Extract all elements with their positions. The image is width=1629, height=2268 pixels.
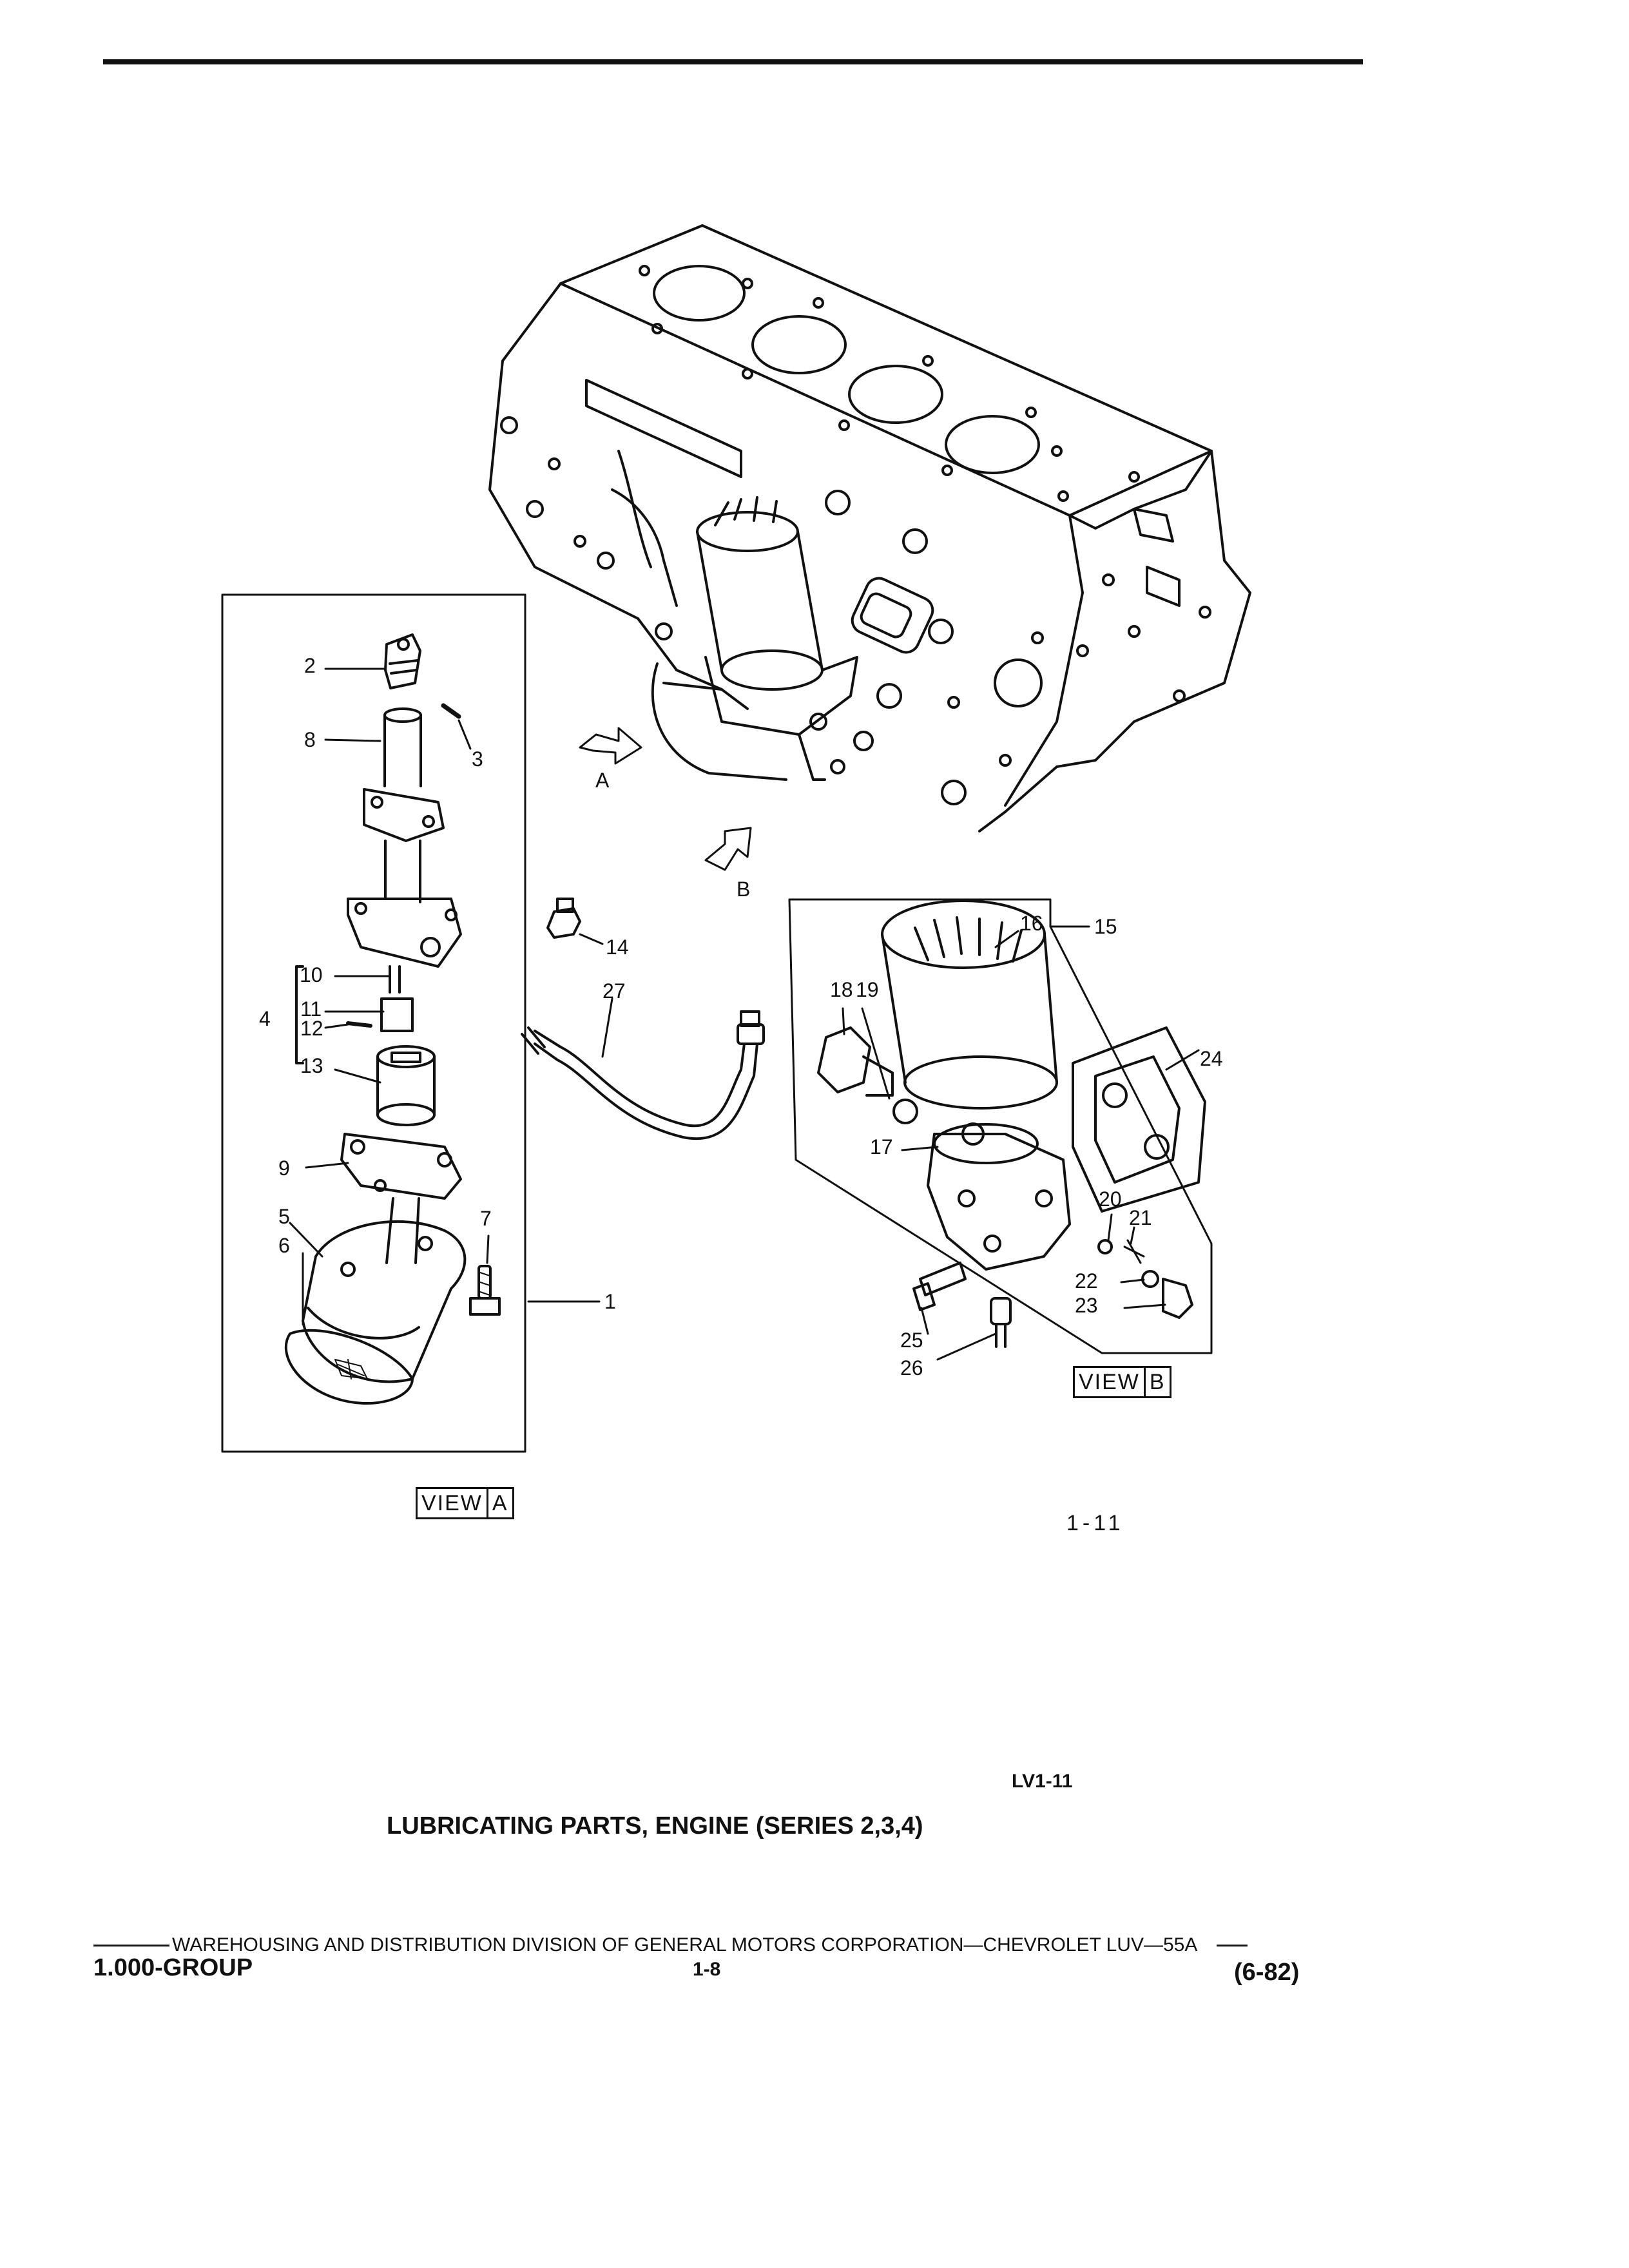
callout-15: 15: [1094, 915, 1117, 938]
callout-1: 1: [604, 1290, 616, 1313]
figure-caption: LUBRICATING PARTS, ENGINE (SERIES 2,3,4): [387, 1812, 923, 1840]
callout-13: 13: [300, 1054, 323, 1077]
view-marker-a: A: [595, 769, 610, 792]
view-a-tag-letter: A: [486, 1487, 514, 1519]
callout-18: 18: [830, 978, 853, 1001]
callout-25: 25: [900, 1329, 923, 1352]
view-marker-b: B: [737, 878, 751, 901]
view-direction-arrows: [579, 727, 752, 871]
callout-4: 4: [259, 1007, 271, 1030]
callout-21: 21: [1129, 1206, 1152, 1229]
callout-7: 7: [480, 1207, 492, 1230]
view-b-tag-letter: B: [1143, 1366, 1171, 1398]
view-a-tag: VIEW A: [416, 1487, 514, 1519]
callout-9: 9: [278, 1157, 290, 1180]
view-a-tag-word: VIEW: [416, 1487, 487, 1519]
view-b-frame: [788, 898, 1213, 1354]
callout-16: 16: [1020, 912, 1043, 935]
footer-dash-right: [1217, 1944, 1248, 1946]
callout-19: 19: [856, 978, 879, 1001]
callout-14: 14: [606, 936, 629, 959]
callout-2: 2: [304, 654, 316, 677]
figure-reference: 1-11: [1066, 1511, 1124, 1535]
footer-publisher: WAREHOUSING AND DISTRIBUTION DIVISION OF…: [172, 1934, 1198, 1956]
callout-12: 12: [300, 1017, 323, 1040]
callout-27: 27: [602, 979, 626, 1003]
footer-group: 1.000-GROUP: [93, 1954, 253, 1981]
engine-block-drawing: [488, 224, 1251, 832]
callout-10: 10: [300, 963, 323, 986]
callout-22: 22: [1075, 1269, 1098, 1293]
footer-dash-left: [93, 1944, 169, 1946]
leader-lines: [289, 668, 1200, 1361]
callout-3: 3: [472, 747, 483, 771]
callout-17: 17: [870, 1135, 893, 1158]
callout-26: 26: [900, 1356, 923, 1379]
illustration-code: LV1-11: [1012, 1771, 1073, 1792]
footer-page-number: 1-8: [693, 1959, 721, 1980]
view-b-tag-word: VIEW: [1073, 1366, 1144, 1398]
callout-6: 6: [278, 1234, 290, 1257]
footer-publisher-line: WAREHOUSING AND DISTRIBUTION DIVISION OF…: [93, 1934, 1248, 1956]
footer-date: (6-82): [1234, 1959, 1300, 1986]
oil-filter-parts: [817, 899, 1206, 1348]
callout-24: 24: [1200, 1047, 1223, 1070]
header-rule: [103, 59, 1363, 64]
callout-20: 20: [1099, 1187, 1122, 1211]
callout-8: 8: [304, 728, 316, 751]
view-b-tag: VIEW B: [1073, 1366, 1171, 1398]
view-a-frame: [221, 593, 526, 1453]
callout-5: 5: [278, 1205, 290, 1228]
oil-pump-parts: [284, 633, 501, 1405]
callout-23: 23: [1075, 1294, 1098, 1317]
oil-line-parts: [521, 898, 765, 1140]
callout-11: 11: [300, 997, 322, 1021]
